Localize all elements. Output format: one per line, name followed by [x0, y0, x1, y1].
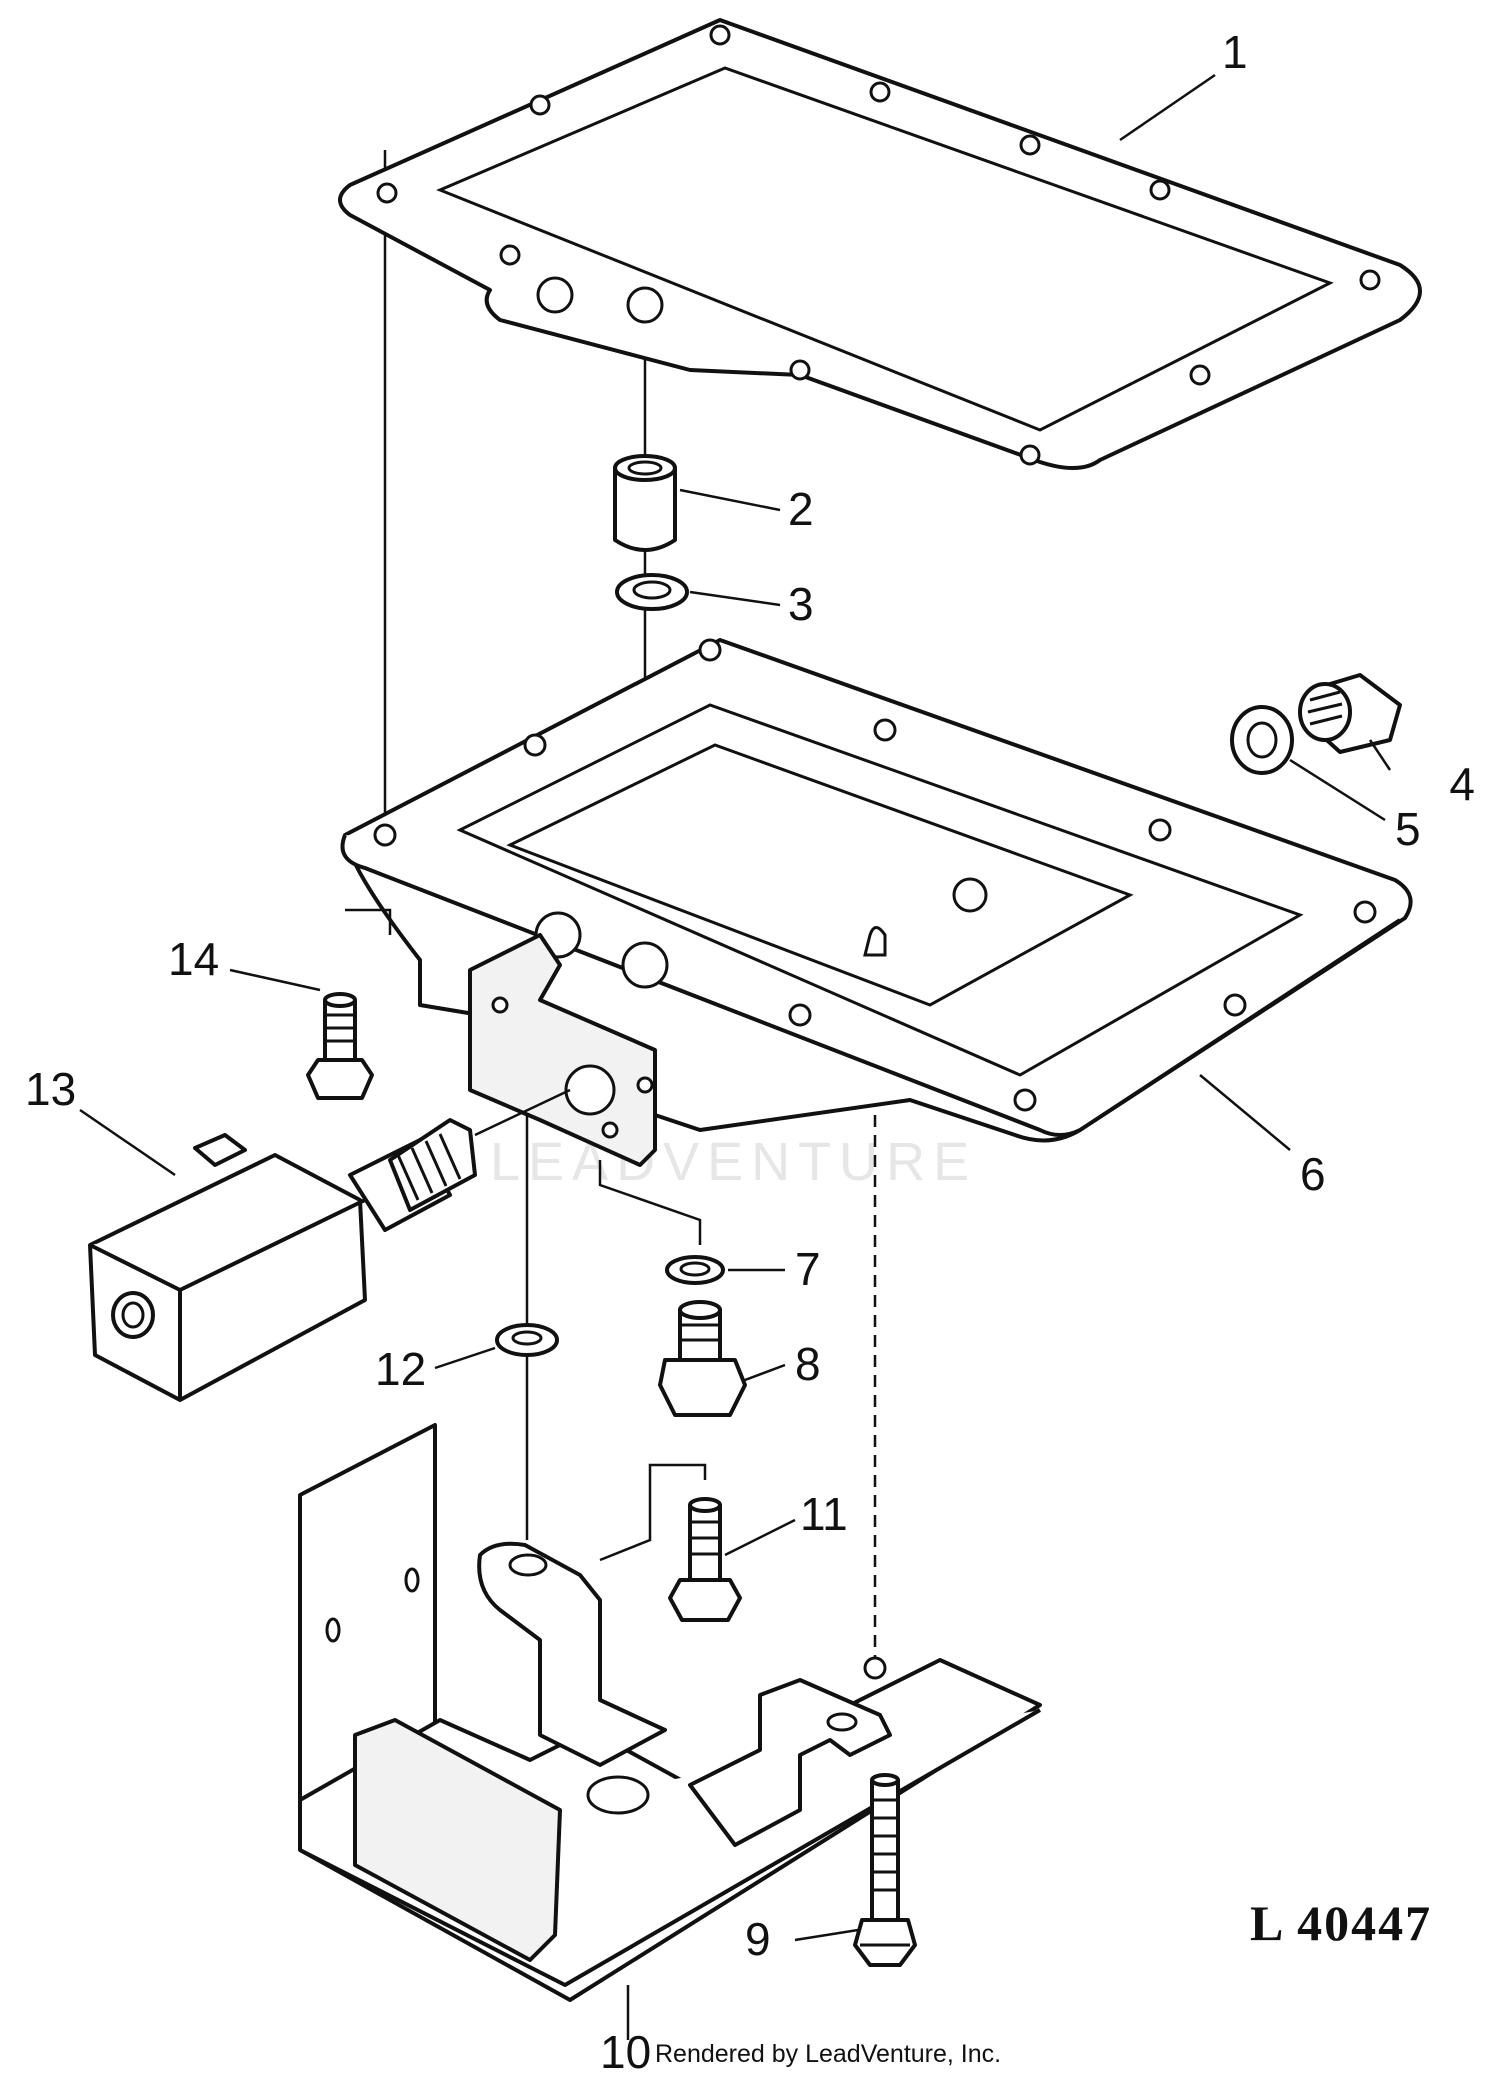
leader-13: [79, 1108, 176, 1177]
credit-text: Rendered by LeadVenture, Inc.: [655, 2040, 1001, 2068]
gasket-part-1: [338, 18, 1422, 471]
solenoid-part-13: [88, 1118, 477, 1402]
sleeve-part-2: [613, 454, 677, 552]
leader-1: [1119, 73, 1216, 142]
washer-part-5: [1230, 705, 1294, 775]
o-ring-part-7: [665, 1255, 725, 1285]
leader-9: [794, 1928, 859, 1942]
callout-5: 5: [1395, 803, 1421, 855]
leader-3: [689, 590, 781, 607]
bolt-part-11: [668, 1497, 742, 1622]
leader-14: [229, 968, 321, 992]
callout-9: 9: [745, 1913, 771, 1965]
callout-13: 13: [25, 1063, 76, 1115]
screw-part-9: [853, 1773, 917, 1967]
bolt-part-14: [306, 992, 374, 1100]
callout-10: 10: [600, 2026, 651, 2075]
plug-part-4: [1298, 673, 1402, 754]
leader-4: [1368, 739, 1392, 771]
watermark-text: LEADVENTURE: [490, 1132, 977, 1192]
bolt-14-guide: [345, 908, 392, 935]
leader-5: [1289, 758, 1386, 822]
leader-2: [679, 488, 781, 512]
leader-8: [744, 1363, 786, 1382]
callout-8: 8: [795, 1338, 821, 1390]
bolt-11-guide: [599, 1463, 707, 1562]
callout-7: 7: [795, 1243, 821, 1295]
solenoid-axis: [474, 1088, 571, 1137]
leader-12: [434, 1346, 496, 1370]
callout-4: 4: [1449, 758, 1475, 810]
housing-part-6: [340, 638, 1413, 1167]
callout-12: 12: [375, 1343, 426, 1395]
leader-11: [724, 1518, 796, 1557]
callout-14: 14: [168, 933, 219, 985]
washer-part-12: [495, 1323, 559, 1357]
leader-6: [1199, 1074, 1291, 1151]
callout-11: 11: [800, 1488, 848, 1540]
o-ring-part-3: [615, 573, 689, 611]
bracket-part-10: [298, 1423, 1042, 2002]
callout-1: 1: [1222, 26, 1248, 78]
plug-part-8: [658, 1300, 747, 1417]
callout-6: 6: [1300, 1148, 1326, 1200]
callout-3: 3: [788, 578, 814, 630]
callout-2: 2: [788, 483, 814, 535]
figure-id: L 40447: [1250, 1895, 1432, 1951]
plug-8-guide: [598, 1160, 702, 1245]
